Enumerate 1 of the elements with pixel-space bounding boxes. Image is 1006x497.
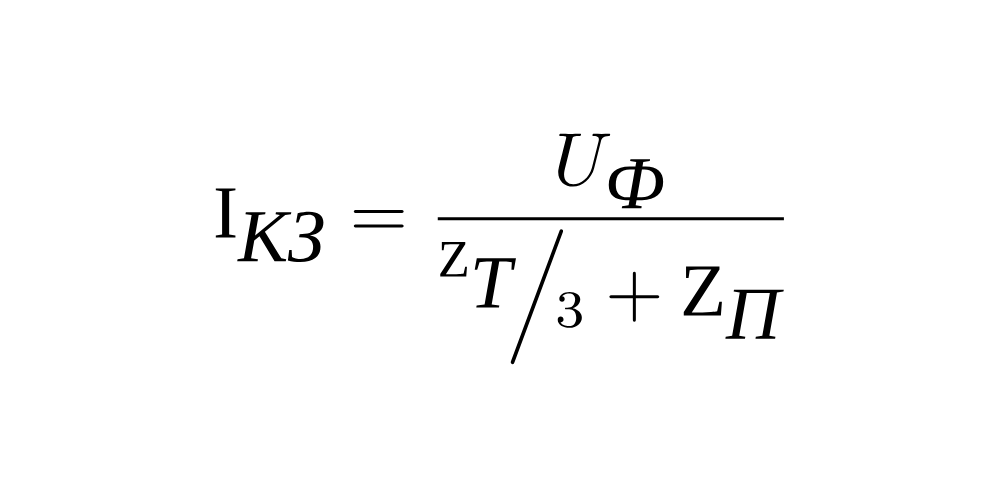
formula: $\mathrm{I}_{\mbox{\itshape КЗ}}=\frac{U_{\mbox{\itshape Ф}}}{{}^{\mathrm{Z}_{\mbox{\itshape Т}}}\!\Big/\!{}_{3}+\mathrm{Z}_{\mbox{\itshape П}}}$ (215, 133, 784, 365)
